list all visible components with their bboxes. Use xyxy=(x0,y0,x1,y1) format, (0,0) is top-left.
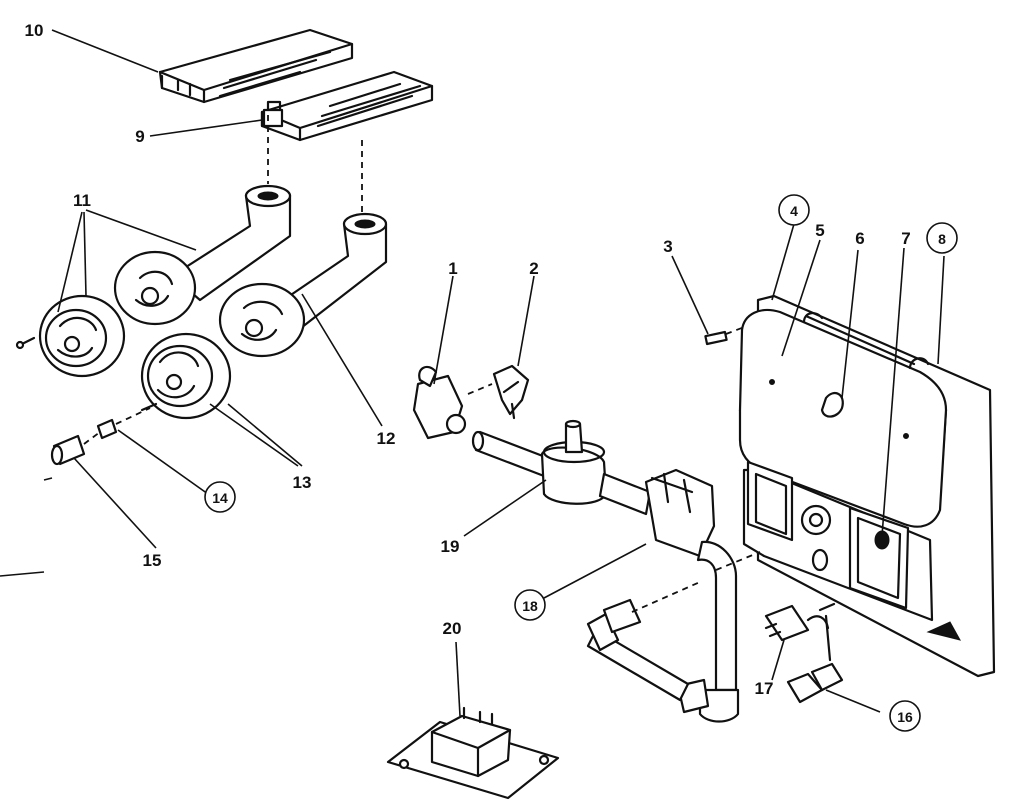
callout-17: 17 xyxy=(755,679,774,698)
burner-assemblies xyxy=(15,184,388,420)
callout-2: 2 xyxy=(529,259,538,278)
callout-14: 14 xyxy=(212,490,228,506)
callout-9: 9 xyxy=(135,127,144,146)
callout-15: 15 xyxy=(143,551,162,570)
transformer xyxy=(386,706,560,800)
valve-parts xyxy=(412,317,769,440)
callout-6: 6 xyxy=(855,229,864,248)
callout-19: 19 xyxy=(441,537,460,556)
callout-10: 10 xyxy=(25,21,44,40)
callout-18: 18 xyxy=(522,598,538,614)
callout-1: 1 xyxy=(448,259,457,278)
callout-7: 7 xyxy=(901,229,910,248)
callout-3: 3 xyxy=(663,237,672,256)
control-panel xyxy=(738,294,996,678)
leader-lines xyxy=(0,29,945,717)
callout-circle-14 xyxy=(204,481,236,513)
callout-12: 12 xyxy=(377,429,396,448)
callout-20: 20 xyxy=(443,619,462,638)
callout-5: 5 xyxy=(815,221,824,240)
orifice-parts xyxy=(50,407,151,466)
callout-13: 13 xyxy=(293,473,312,492)
callout-4: 4 xyxy=(790,203,798,219)
callout-circle-18 xyxy=(514,589,546,621)
callout-circle-8 xyxy=(926,222,958,254)
callout-16: 16 xyxy=(897,709,913,725)
callout-11: 11 xyxy=(73,191,91,210)
gas-valve-assembly xyxy=(471,419,761,723)
switch-parts xyxy=(764,602,844,704)
callout-circle-4 xyxy=(778,194,810,226)
burner-grates xyxy=(158,28,434,142)
callout-circle-16 xyxy=(889,700,921,732)
callout-8: 8 xyxy=(938,231,946,247)
